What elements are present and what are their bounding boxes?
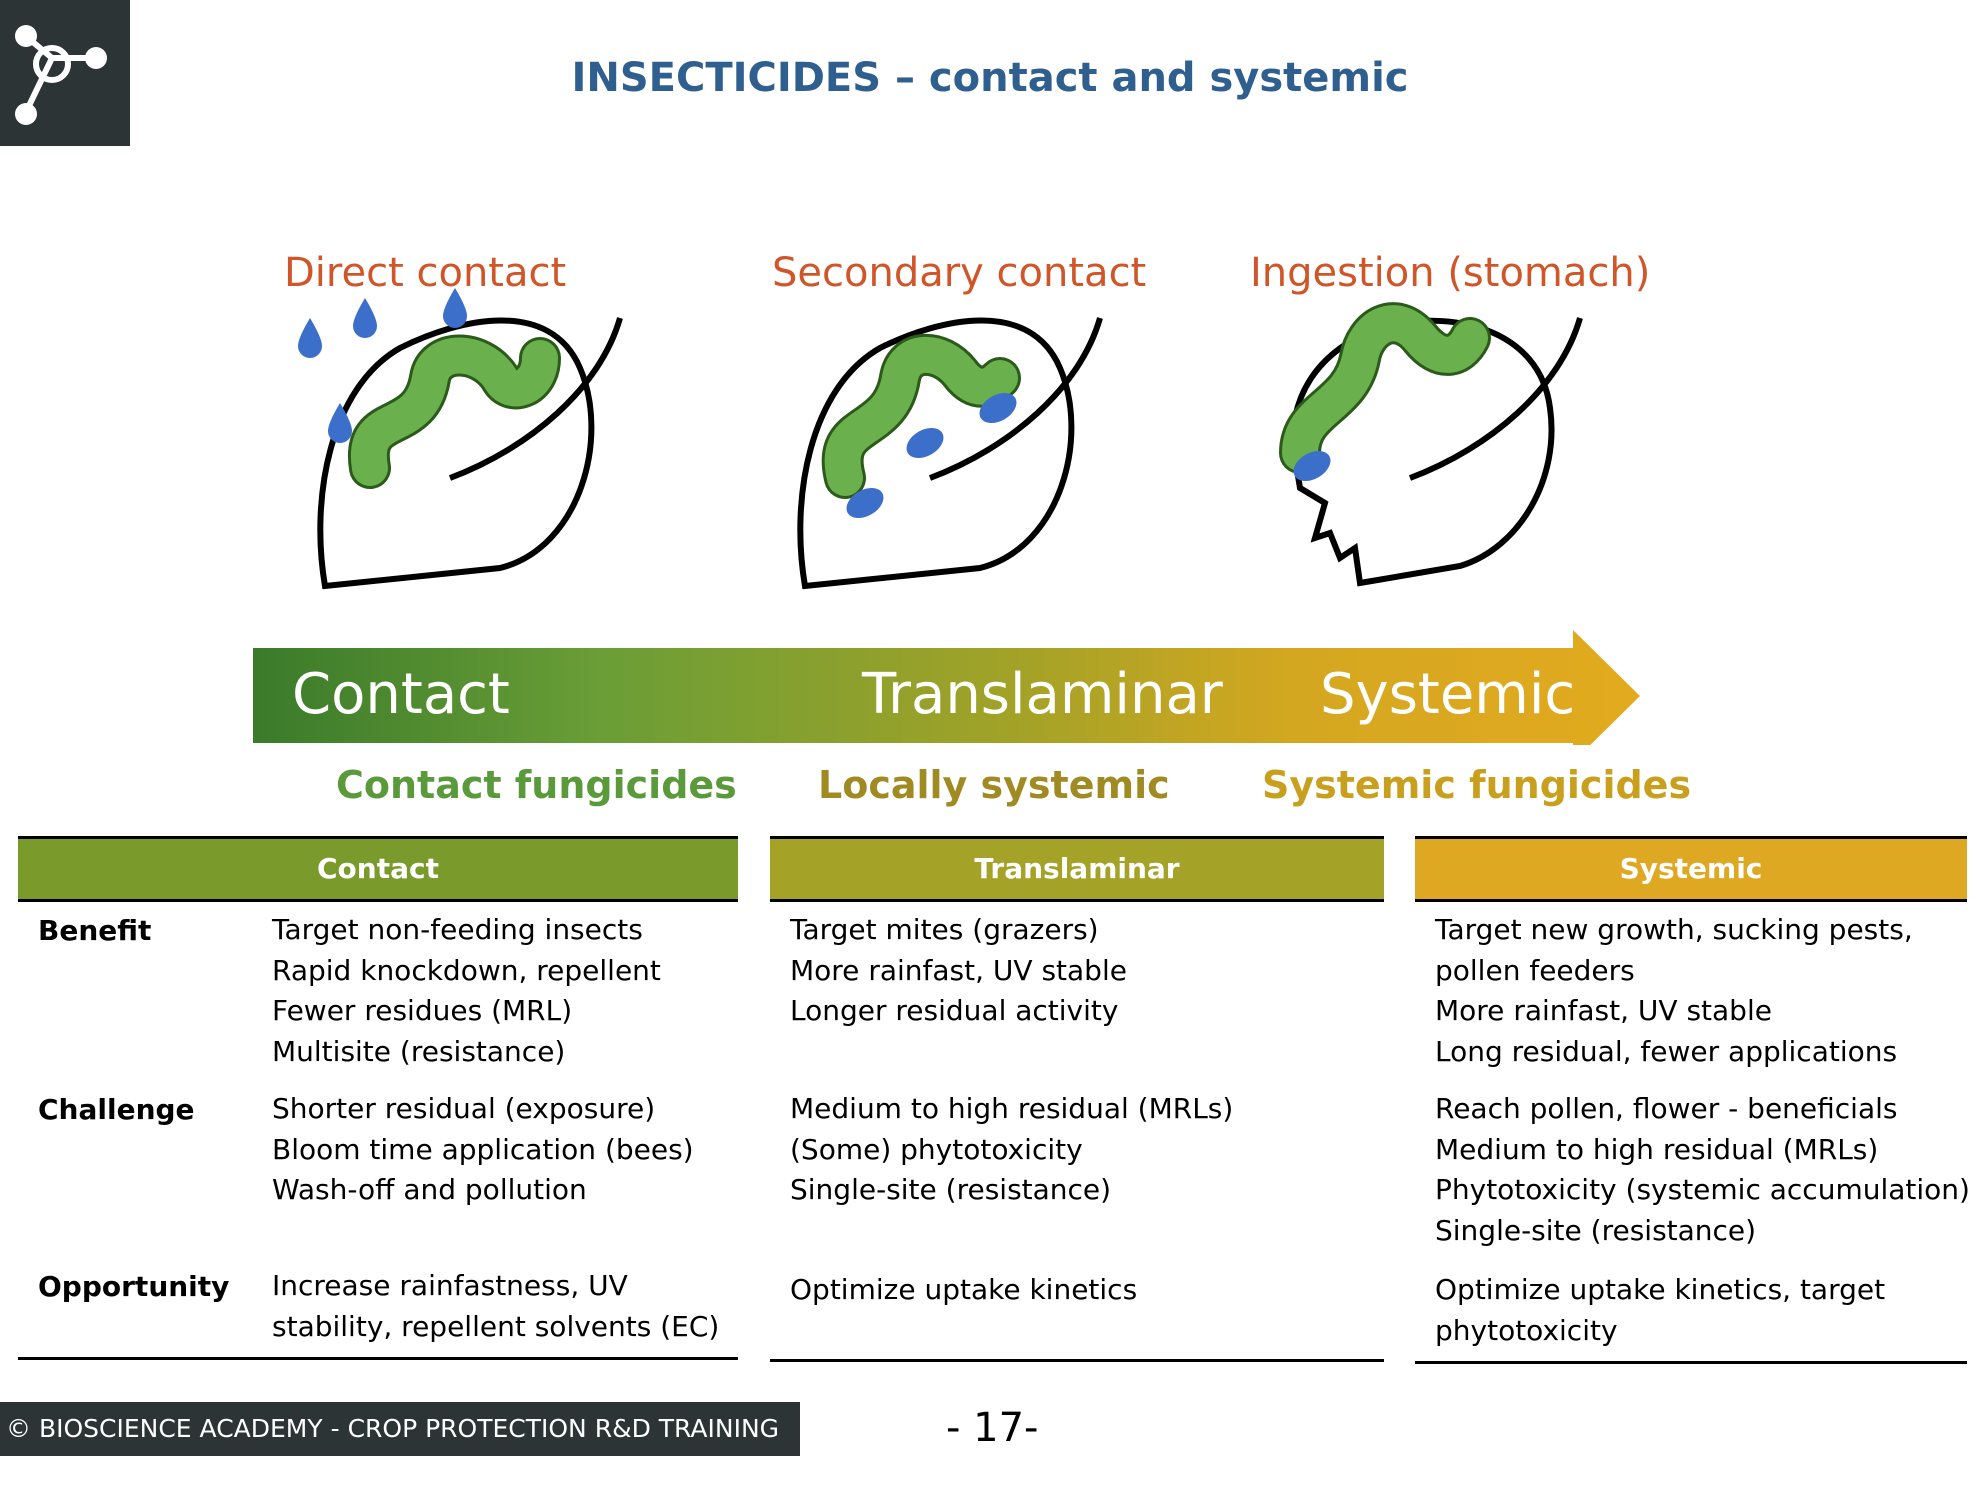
benefit-cell: Target new growth, sucking pests, pollen… <box>1435 910 1913 1072</box>
list-item: Target mites (grazers) <box>790 913 1099 946</box>
benefit-cell: Target non-feeding insects Rapid knockdo… <box>272 910 661 1072</box>
arrow-label-translaminar: Translaminar <box>862 662 1223 727</box>
droplet <box>1293 450 1331 482</box>
caterpillar-body <box>1282 305 1488 471</box>
ingestion-illustration <box>1279 302 1583 587</box>
benefit-cell: Target mites (grazers) More rainfast, UV… <box>790 910 1127 1032</box>
logo <box>0 0 130 146</box>
list-item: Single-site (resistance) <box>790 1173 1112 1206</box>
direct-contact-label: Direct contact <box>284 250 567 296</box>
list-item: Long residual, fewer applications <box>1435 1034 1898 1068</box>
leaf-outline <box>797 317 1075 590</box>
mobility-arrow <box>253 630 1640 745</box>
residue-spot <box>846 487 884 519</box>
arrow-label-systemic: Systemic <box>1320 662 1576 727</box>
leaf-vein <box>928 317 1103 481</box>
systemic-table: Systemic Target new growth, sucking pest… <box>1415 836 1970 1364</box>
row-label-benefit: Benefit <box>38 914 152 947</box>
locally-systemic-label: Locally systemic <box>818 763 1170 807</box>
list-item: More rainfast, UV stable <box>790 953 1127 987</box>
caterpillar-body <box>824 336 1018 496</box>
leaf-outline <box>1290 317 1555 587</box>
droplet <box>353 298 377 338</box>
contact-table: Contact Benefit Challenge Opportunity Ta… <box>18 836 738 1360</box>
page-number: - 17- <box>946 1405 1039 1451</box>
leaf-vein <box>448 317 623 481</box>
page-title: INSECTICIDES – contact and systemic <box>571 55 1409 101</box>
list-item: stability, repellent solvents (EC) <box>272 1309 720 1343</box>
list-item: Phytotoxicity (systemic accumulation) <box>1435 1173 1970 1206</box>
list-item: Fewer residues (MRL) <box>272 994 573 1027</box>
contact-fungicides-label: Contact fungicides <box>336 763 737 807</box>
droplet <box>443 288 467 328</box>
table-header: Contact <box>18 839 738 902</box>
list-item: Optimize uptake kinetics <box>790 1273 1138 1306</box>
list-item: Target new growth, sucking pests, <box>1435 913 1913 946</box>
list-item: phytotoxicity <box>1435 1313 1618 1347</box>
secondary-contact-illustration <box>797 317 1103 590</box>
translaminar-table: Translaminar Target mites (grazers) More… <box>770 836 1384 1362</box>
row-label-opportunity: Opportunity <box>38 1270 230 1303</box>
list-item: Multisite (resistance) <box>272 1034 566 1068</box>
opportunity-cell: Optimize uptake kinetics <box>790 1270 1137 1311</box>
list-item: More rainfast, UV stable <box>1435 994 1772 1027</box>
list-item: Medium to high residual (MRLs) <box>790 1092 1234 1125</box>
challenge-cell: Shorter residual (exposure) Bloom time a… <box>272 1089 694 1211</box>
list-item: Target non-feeding insects <box>272 913 643 946</box>
secondary-contact-label: Secondary contact <box>772 250 1147 296</box>
opportunity-cell: Increase rainfastness, UV stability, rep… <box>272 1266 719 1347</box>
list-item: (Some) phytotoxicity <box>790 1132 1083 1166</box>
list-item: Optimize uptake kinetics, target <box>1435 1273 1886 1306</box>
list-item: Bloom time application (bees) <box>272 1132 694 1166</box>
ingestion-label: Ingestion (stomach) <box>1250 250 1651 296</box>
systemic-fungicides-label: Systemic fungicides <box>1262 763 1692 807</box>
opportunity-cell: Optimize uptake kinetics, target phytoto… <box>1435 1270 1885 1351</box>
list-item: pollen feeders <box>1435 953 1635 987</box>
list-item: Medium to high residual (MRLs) <box>1435 1132 1879 1166</box>
list-item: Increase rainfastness, UV <box>272 1269 628 1302</box>
direct-contact-illustration <box>298 288 623 590</box>
row-label-challenge: Challenge <box>38 1093 195 1126</box>
challenge-cell: Reach pollen, flower - beneficials Mediu… <box>1435 1089 1970 1251</box>
residue-spot <box>979 392 1017 424</box>
list-item: Rapid knockdown, repellent <box>272 953 661 987</box>
droplet <box>298 318 322 358</box>
leaf-vein <box>1408 317 1583 481</box>
leaf-outline <box>317 317 595 590</box>
table-header: Translaminar <box>770 839 1384 902</box>
challenge-cell: Medium to high residual (MRLs) (Some) ph… <box>790 1089 1233 1211</box>
table-header: Systemic <box>1415 839 1967 902</box>
list-item: Wash-off and pollution <box>272 1173 587 1206</box>
caterpillar-body <box>350 337 558 486</box>
list-item: Longer residual activity <box>790 994 1119 1027</box>
list-item: Shorter residual (exposure) <box>272 1092 656 1125</box>
list-item: Single-site (resistance) <box>1435 1213 1757 1247</box>
residue-spot <box>906 427 944 459</box>
list-item: Reach pollen, flower - beneficials <box>1435 1092 1898 1125</box>
droplet <box>328 403 352 443</box>
molecule-logo-icon <box>15 25 107 125</box>
footer-copyright: © BIOSCIENCE ACADEMY - CROP PROTECTION R… <box>0 1402 800 1456</box>
arrow-label-contact: Contact <box>292 662 510 727</box>
